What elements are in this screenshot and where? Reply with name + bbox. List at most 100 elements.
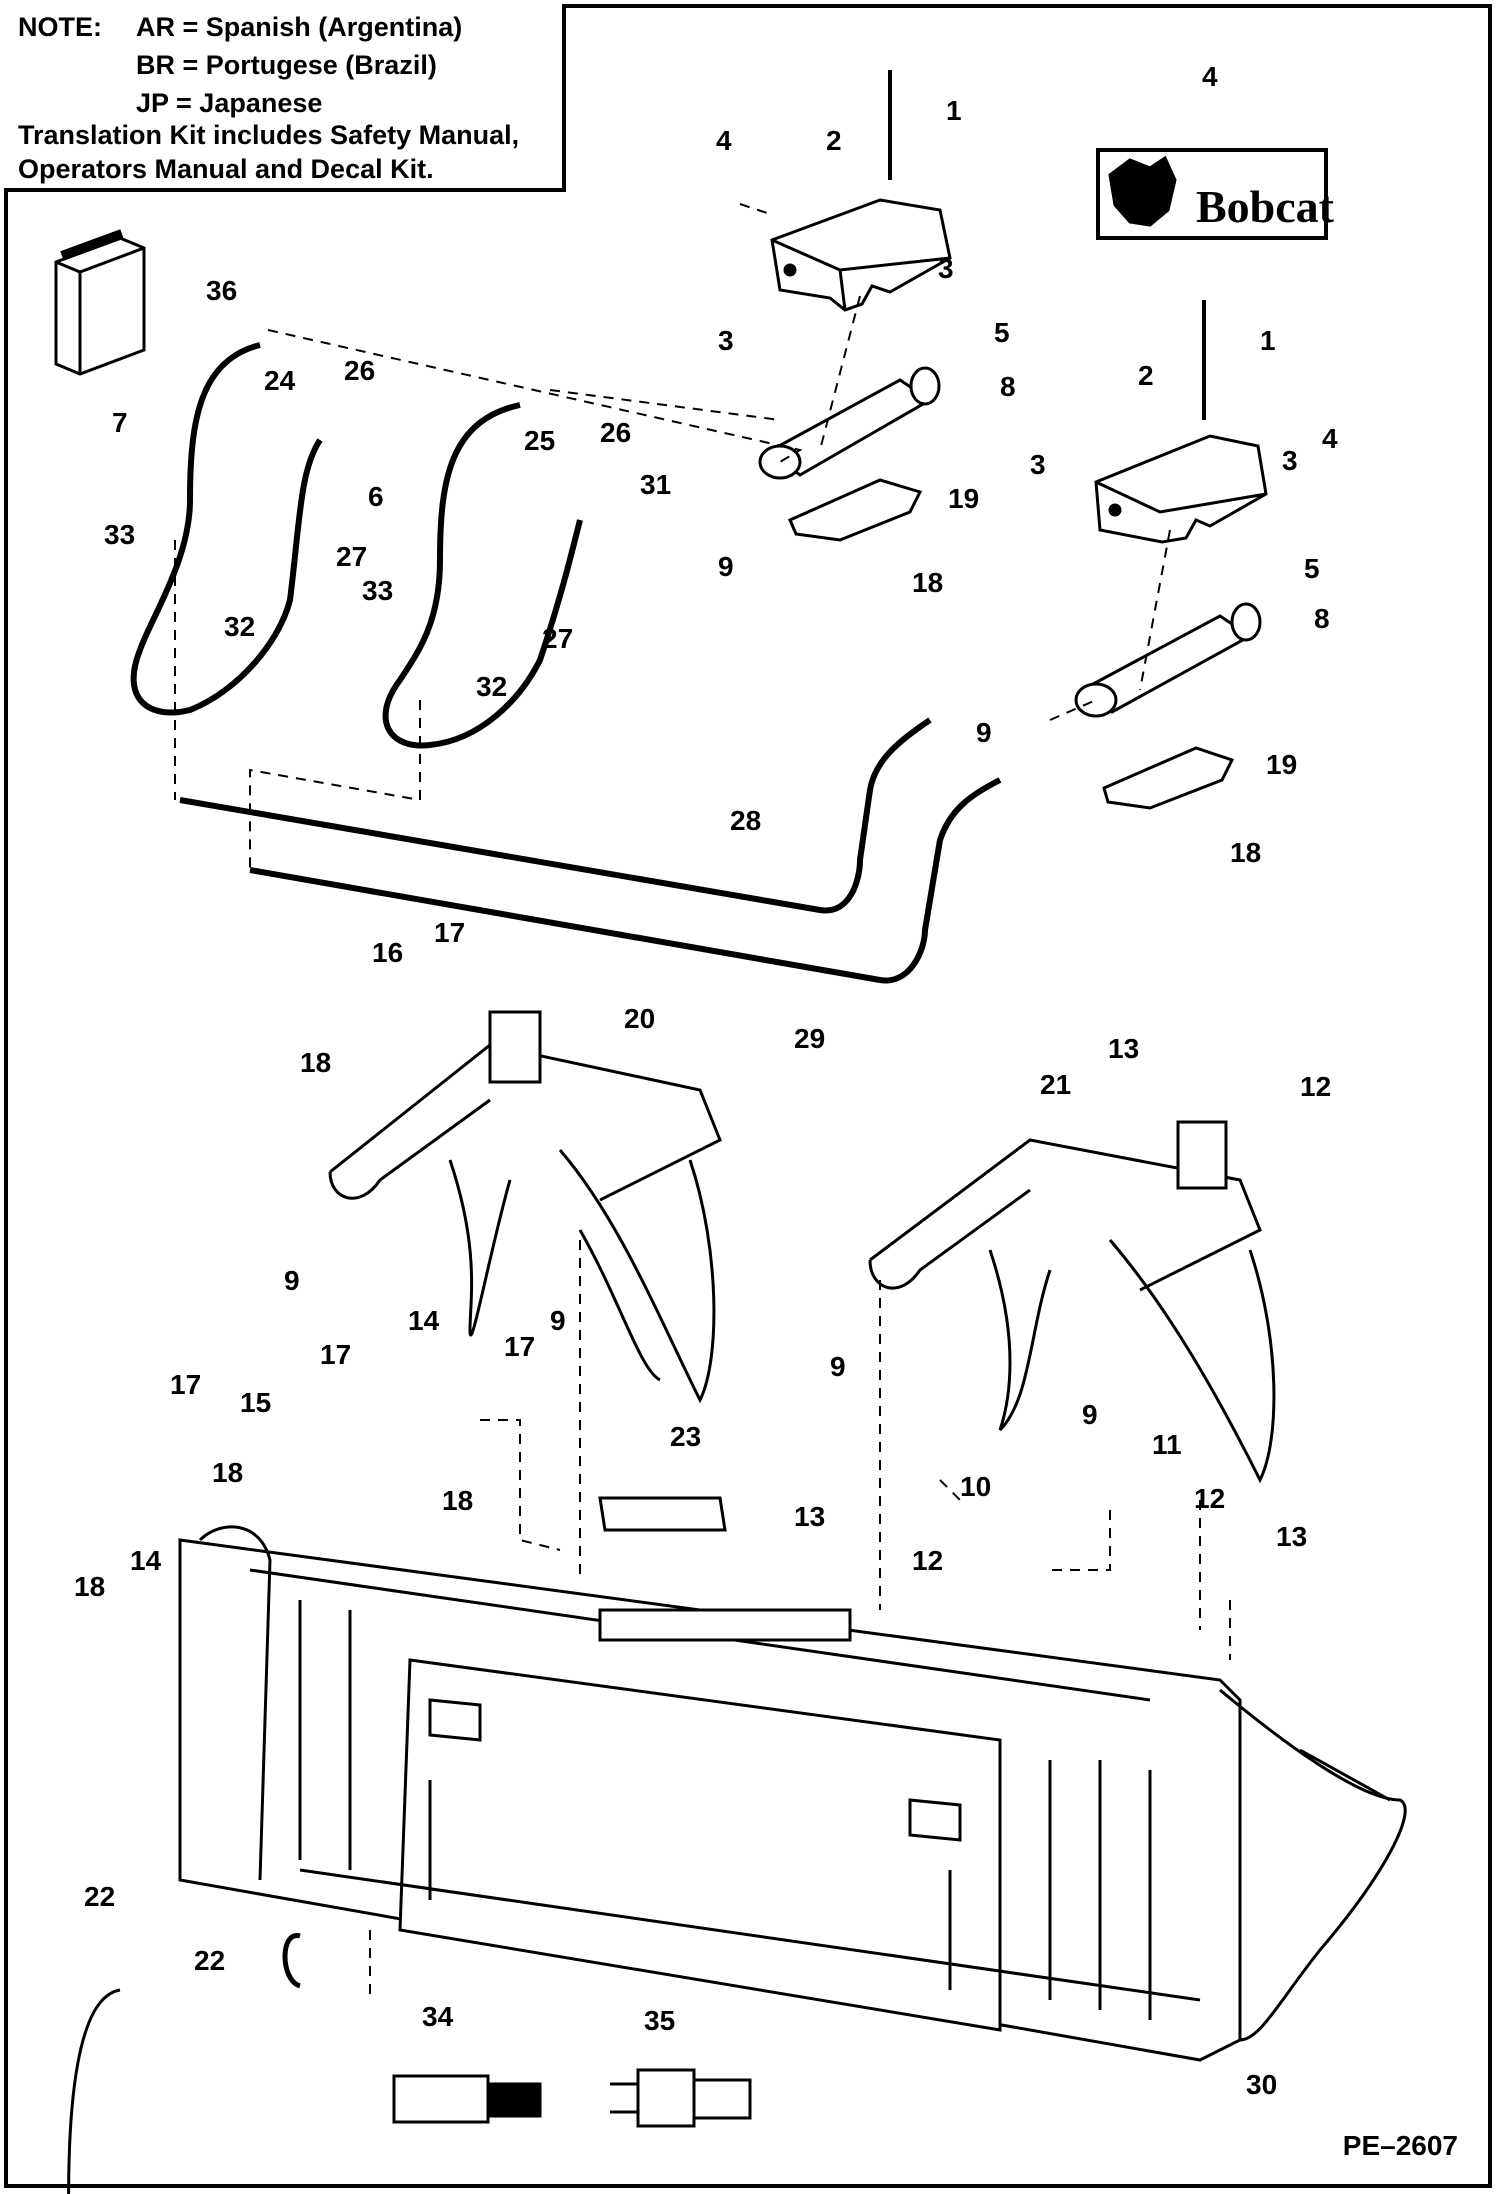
cylinder-guard-left: [770, 198, 952, 312]
cylinder-bracket-left: [788, 478, 923, 542]
callout-18-3: 18: [300, 1047, 331, 1078]
callout-7: 7: [112, 407, 128, 438]
callout-26-2: 26: [600, 417, 631, 448]
grapple-arm-20: [328, 1010, 722, 1404]
callout-4-2: 4: [1202, 61, 1218, 92]
drawing-frame: [4, 4, 1492, 2188]
callout-26: 26: [344, 355, 375, 386]
callout-12-3: 12: [1194, 1483, 1225, 1514]
callout-34: 34: [422, 2001, 454, 2032]
callout-4-3: 4: [1322, 423, 1338, 454]
callout-9-4: 9: [550, 1305, 566, 1336]
cylinder-bracket-right: [1102, 746, 1235, 810]
note-line-jp: JP = Japanese: [136, 88, 323, 118]
callout-19-2: 19: [1266, 749, 1297, 780]
callout-25: 25: [524, 425, 555, 456]
grab-handle-23: [598, 1496, 727, 1532]
valve-34: [392, 2074, 542, 2124]
hose-29: [249, 777, 1002, 984]
callout-14: 14: [408, 1305, 440, 1336]
callout-17-3: 17: [504, 1331, 535, 1362]
callout-8: 8: [1000, 371, 1016, 402]
callout-9: 9: [718, 551, 734, 582]
grapple-bucket-30: [178, 1525, 1407, 2062]
logo-wordmark: Bobcat: [1196, 181, 1335, 232]
callout-30: 30: [1246, 2069, 1277, 2100]
callout-12-2: 12: [912, 1545, 943, 1576]
callout-33-2: 33: [362, 575, 393, 606]
hydraulic-cylinder-right: [1074, 602, 1262, 718]
note-box: NOTE: AR = Spanish (Argentina) BR = Port…: [4, 4, 566, 192]
cylinder-guard-right: [1094, 434, 1268, 544]
bobcat-logo: [1096, 148, 1328, 240]
note-line-contents: Operators Manual and Decal Kit.: [18, 154, 434, 184]
hose-6-27-right: [382, 402, 583, 749]
callout-18-4: 18: [212, 1457, 243, 1488]
callout-9-5: 9: [830, 1351, 846, 1382]
hitch-pin-22: [282, 1933, 302, 1989]
callout-27-2: 27: [542, 623, 573, 654]
grapple-arm-21: [868, 1120, 1276, 1484]
callout-13-3: 13: [1276, 1521, 1307, 1552]
callout-6: 6: [368, 481, 384, 512]
assembly-leader-lines: [174, 203, 1231, 2000]
callout-18-5: 18: [442, 1485, 473, 1516]
hose-7-27-left: [130, 342, 323, 716]
callout-17: 17: [434, 917, 465, 948]
callout-18-6: 18: [74, 1571, 105, 1602]
note-line-kit: Translation Kit includes Safety Manual,: [18, 120, 520, 150]
callout-3-2: 3: [938, 253, 954, 284]
callout-17-2: 17: [320, 1339, 351, 1370]
callout-31: 31: [640, 469, 671, 500]
callout-13: 13: [1108, 1033, 1139, 1064]
callout-20: 20: [624, 1003, 655, 1034]
callout-17-4: 17: [170, 1369, 201, 1400]
callout-35: 35: [644, 2005, 675, 2036]
callout-22-2: 22: [194, 1945, 225, 1976]
callout-19: 19: [948, 483, 979, 514]
callout-3-3: 3: [1030, 449, 1046, 480]
callout-5-2: 5: [1304, 553, 1320, 584]
callout-3-4: 3: [1282, 445, 1298, 476]
callout-9-2: 9: [976, 717, 992, 748]
callout-28: 28: [730, 805, 761, 836]
callout-2-2: 2: [1138, 360, 1154, 391]
manual-kit-illustration: [54, 229, 146, 376]
solenoid-connector-35: [610, 2068, 752, 2128]
callout-9-3: 9: [284, 1265, 300, 1296]
callout-12: 12: [1300, 1071, 1331, 1102]
callout-32-2: 32: [476, 671, 507, 702]
callout-13-2: 13: [794, 1501, 825, 1532]
callout-29: 29: [794, 1023, 825, 1054]
hose-28: [179, 717, 932, 914]
document-code: PE–2607: [1342, 2130, 1458, 2161]
callout-1: 1: [946, 95, 962, 126]
callout-9-6: 9: [1082, 1399, 1098, 1430]
callout-8-2: 8: [1314, 603, 1330, 634]
callout-14-2: 14: [130, 1545, 162, 1576]
callout-4: 4: [716, 125, 732, 156]
callout-1-2: 1: [1260, 325, 1276, 356]
callout-15: 15: [240, 1387, 271, 1418]
callout-36: 36: [206, 275, 237, 306]
callout-18: 18: [912, 567, 943, 598]
callout-18-2: 18: [1230, 837, 1261, 868]
callout-32: 32: [224, 611, 255, 642]
hydraulic-cylinder-left: [758, 366, 941, 480]
callout-21: 21: [1040, 1069, 1071, 1100]
callout-22: 22: [84, 1881, 115, 1912]
callout-10: 10: [960, 1471, 991, 1502]
callout-16: 16: [372, 937, 403, 968]
callout-5: 5: [994, 317, 1010, 348]
note-prefix: NOTE:: [18, 12, 102, 42]
callout-27: 27: [336, 541, 367, 572]
callout-11: 11: [1152, 1429, 1182, 1460]
callout-33: 33: [104, 519, 135, 550]
callout-2: 2: [826, 125, 842, 156]
note-line-br: BR = Portugese (Brazil): [136, 50, 437, 80]
lynch-pin-22: [67, 1988, 121, 2194]
callout-24: 24: [264, 365, 296, 396]
callout-3: 3: [718, 325, 734, 356]
